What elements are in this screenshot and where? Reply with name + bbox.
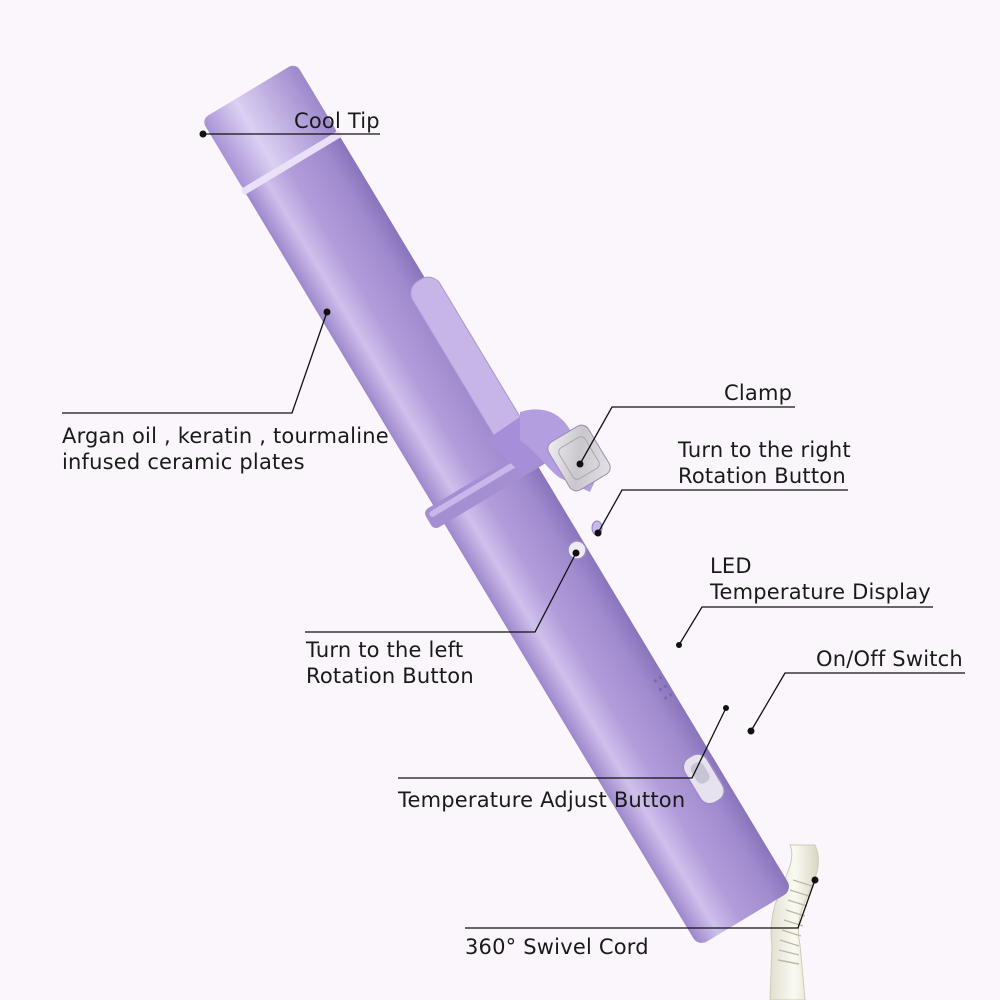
curling-iron-body [204, 65, 789, 943]
clamp-label: Clamp [724, 381, 793, 405]
ceramic-plates-line-1: Argan oil , keratin , tourmaline [62, 424, 389, 448]
leader-lines [62, 130, 965, 929]
led-display-line-2: Temperature Display [710, 580, 931, 604]
led-display-label: LED Temperature Display [710, 553, 931, 605]
right-rotation-label: Turn to the right Rotation Button [678, 437, 851, 489]
cool-tip-label: Cool Tip [294, 109, 380, 133]
right-rotation-line-1: Turn to the right [678, 438, 851, 462]
swivel-cord-label: 360° Swivel Cord [465, 935, 649, 959]
left-rotation-line-2: Rotation Button [306, 664, 474, 688]
ceramic-plates-line-2: infused ceramic plates [62, 450, 305, 474]
right-rotation-line-2: Rotation Button [678, 464, 846, 488]
led-display-line-1: LED [710, 554, 752, 578]
left-rotation-line-1: Turn to the left [306, 638, 464, 662]
ceramic-plates-label: Argan oil , keratin , tourmaline infused… [62, 423, 389, 475]
left-rotation-label: Turn to the left Rotation Button [306, 637, 474, 689]
clamp [486, 409, 611, 492]
on-off-switch-label: On/Off Switch [816, 647, 963, 671]
temp-adjust-label: Temperature Adjust Button [398, 788, 686, 812]
